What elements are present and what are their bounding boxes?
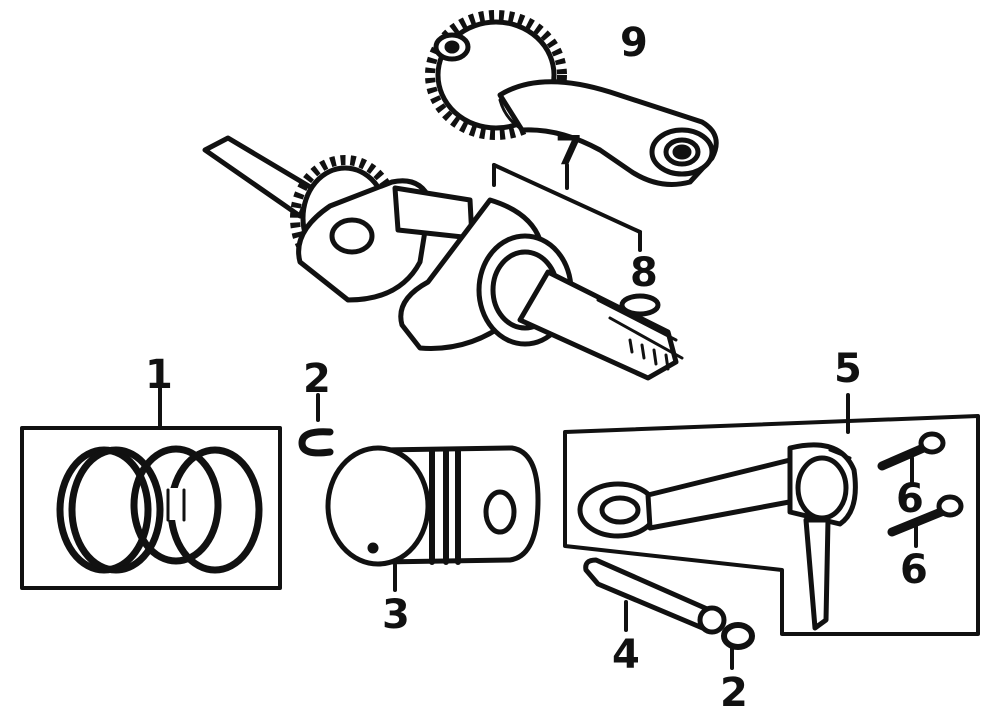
part-6-bolt-lower	[887, 494, 964, 548]
crankshaft	[202, 135, 684, 381]
part-6-bolt-upper	[877, 431, 946, 484]
callout-5: 5	[834, 346, 862, 392]
callout-6-lower: 6	[900, 547, 928, 593]
callout-1: 1	[145, 352, 173, 398]
callout-6-upper: 6	[896, 476, 924, 522]
callout-bracket-7-8	[492, 163, 642, 252]
callout-7: 7	[555, 128, 583, 174]
conrod-frame	[563, 414, 980, 636]
part-5-connecting-rod	[563, 393, 980, 636]
part-2-circlip-lower	[721, 622, 755, 670]
part-2-circlip-upper	[298, 393, 334, 457]
callout-4: 4	[612, 632, 640, 678]
callout-2-lower: 2	[720, 670, 748, 716]
callout-8: 8	[630, 250, 658, 296]
callout-3: 3	[382, 592, 410, 638]
part-1-piston-ring-set	[20, 370, 282, 590]
part-3-piston	[325, 445, 541, 592]
part-8-key	[619, 293, 661, 317]
part-9-balancer-gear	[425, 10, 719, 187]
ring-set-frame	[20, 426, 282, 590]
callout-2-upper: 2	[303, 356, 331, 402]
callout-9: 9	[620, 20, 648, 66]
part-4-piston-pin	[583, 557, 727, 635]
